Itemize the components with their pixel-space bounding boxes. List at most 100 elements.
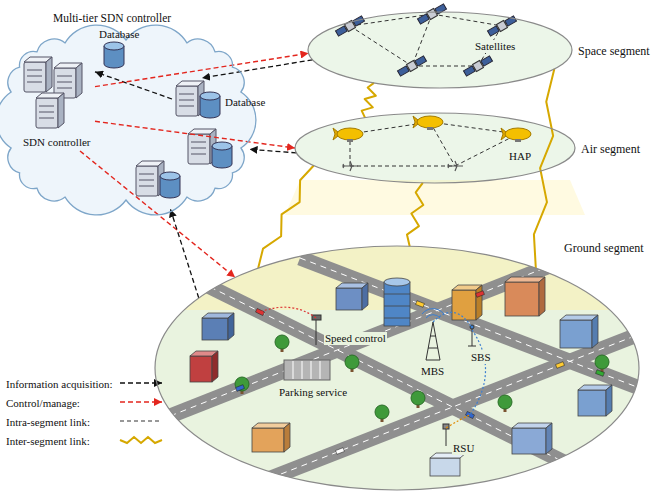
node-label: Satellites: [474, 40, 516, 53]
drawing-part: [160, 258, 570, 420]
drawing-part: [422, 309, 444, 314]
segment-outline: [308, 12, 572, 88]
node-heading: Database: [224, 96, 266, 109]
control-arrow: [95, 121, 295, 148]
legend-entry: Inter-segment link:: [5, 433, 91, 448]
map-label-holder: MBS: [420, 363, 445, 378]
text-holder: Air segment: [580, 141, 641, 156]
drawing-part: [463, 55, 493, 77]
drawing-part: [293, 361, 294, 379]
database-node: Database: [96, 24, 144, 72]
control-arrow: [202, 60, 312, 78]
hap-icons: [333, 116, 531, 171]
drawing-part: [284, 360, 330, 380]
drawing-part: [384, 282, 410, 326]
drawing-part: [412, 66, 478, 67]
legend-sample: [120, 401, 162, 402]
tier-servers: [136, 129, 232, 198]
map-label: Parking service: [278, 386, 348, 399]
drawing-part: [160, 258, 570, 420]
map-label-holder: Speed control: [324, 330, 387, 345]
drawing-part: [512, 428, 546, 454]
server-icon: [200, 92, 220, 118]
drawing-part: [505, 277, 545, 282]
drawing-part: [320, 361, 321, 379]
drawing-part: [240, 330, 650, 490]
drawing-part: [160, 258, 650, 490]
drawing-part: [362, 283, 368, 310]
text-holder: Space segment: [577, 43, 651, 58]
node-label: HAP: [508, 150, 532, 163]
drawing-part: [240, 330, 650, 490]
text-holder: Ground segment: [563, 240, 645, 255]
text-holder: Satellites: [474, 38, 516, 53]
drawing-part: [468, 346, 476, 347]
drawing-part: [426, 315, 440, 318]
controller-cloud: Multi-tier SDN controllerSDN controller D…: [0, 6, 256, 218]
inter-segment-link: [534, 69, 554, 268]
drawing-part: [384, 306, 410, 307]
map-label: Speed control: [324, 332, 387, 345]
space-segment: Space segment Satellites: [305, 4, 654, 94]
drawing-part: [443, 424, 449, 429]
drawing-part: [235, 377, 249, 394]
drawing-part: [476, 291, 485, 298]
drawing-part: [302, 361, 303, 379]
drawing-part: [430, 336, 436, 337]
drawing-part: [190, 277, 612, 476]
drawing-part: [345, 355, 359, 372]
drawing-part: [384, 294, 410, 295]
drawing-part: [413, 116, 443, 130]
map-label-holder: RSU: [452, 440, 475, 455]
legend-text: Intra-segment link:: [5, 416, 91, 429]
legend-entry: Information acquisition:: [5, 376, 114, 391]
drawing-part: [430, 122, 455, 166]
drawing-part: [350, 166, 455, 167]
text-holder: Multi-tier SDN controller: [52, 10, 172, 25]
drawing-part: [578, 390, 606, 416]
drawing-part: [501, 128, 531, 142]
text-holder: HAP: [508, 148, 532, 163]
drawing-part: [466, 411, 475, 418]
drawing-part: [312, 315, 321, 320]
drawing-part: [596, 370, 605, 377]
drawing-part: [416, 301, 425, 308]
drawing-part: [447, 161, 463, 171]
node-heading: Ground segment: [563, 242, 645, 255]
node-heading: Database: [98, 28, 140, 41]
legend-text: Information acquisition:: [5, 378, 114, 391]
map-label-holder: SBS: [470, 349, 492, 364]
control-arrow: [95, 72, 172, 99]
drawing-part: [333, 128, 363, 142]
drawing-part: [336, 288, 362, 310]
segment-outline: [155, 246, 639, 490]
drawing-part: [432, 14, 502, 26]
drawing-part: [256, 308, 265, 315]
drawing-part: [539, 277, 545, 316]
legend-entry: Control/manage:: [5, 395, 81, 410]
drawing-part: [606, 385, 612, 416]
drawing-part: [546, 423, 552, 454]
legend-sample: [120, 420, 162, 421]
drawing-part: [556, 362, 565, 369]
drawing-part: [498, 395, 512, 412]
drawing-part: [476, 285, 482, 320]
node-heading: Space segment: [577, 45, 651, 58]
map-label: MBS: [420, 365, 445, 378]
drawing-part: [200, 282, 580, 470]
drawing-part: [190, 356, 212, 382]
drawing-part: [375, 405, 389, 422]
drawing-part: [316, 318, 317, 345]
drawing-part: [202, 318, 228, 340]
text-holder: SDN controller: [22, 134, 92, 149]
legend-sample: [120, 437, 162, 443]
coverage-beam-top: [285, 180, 585, 215]
drawing-part: [428, 348, 438, 349]
sdn-controller: SDN controller: [20, 52, 95, 151]
drawing-part: [260, 307, 316, 318]
drawing-part: [512, 423, 552, 428]
drawing-part: [470, 330, 486, 415]
drawing-part: [160, 258, 650, 490]
drawing-part: [260, 307, 486, 428]
segment-outline: [295, 113, 575, 183]
